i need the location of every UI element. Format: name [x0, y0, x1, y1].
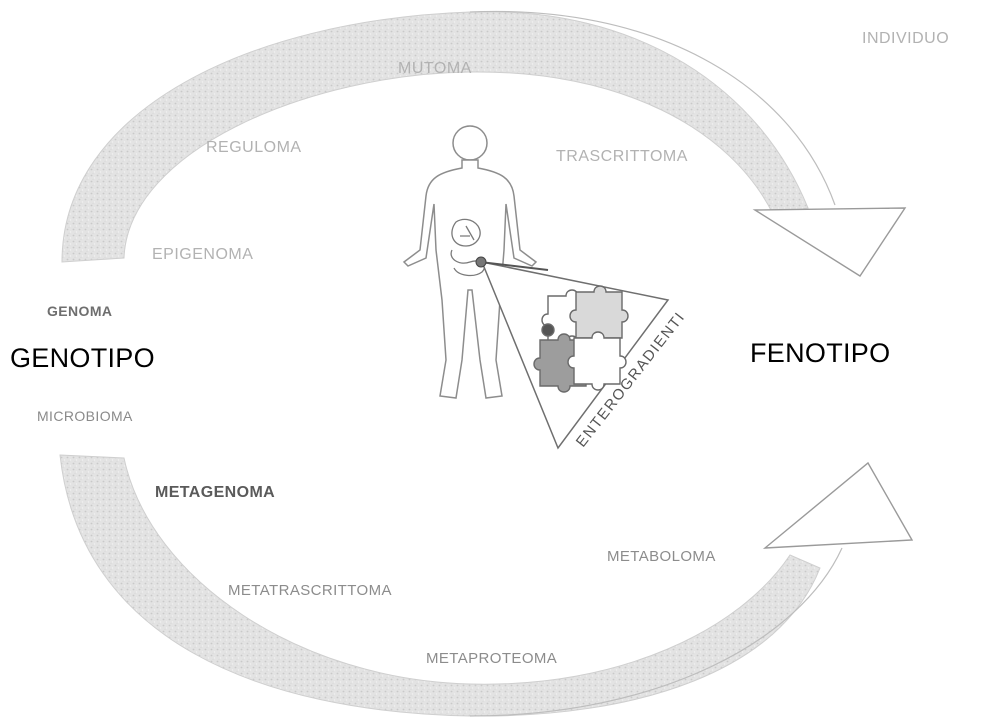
- callout-source-dot: [476, 257, 486, 267]
- label-genoma: GENOMA: [47, 303, 112, 319]
- upper-arrow-head: [755, 208, 905, 276]
- label-individuo: INDIVIDUO: [862, 30, 949, 47]
- label-mutoma: MUTOMA: [398, 60, 472, 77]
- puzzle-pieces-icon: [534, 286, 628, 392]
- label-reguloma: REGULOMA: [206, 139, 302, 156]
- label-metatrascrittoma: METATRASCRITTOMA: [228, 582, 392, 599]
- label-metaboloma: METABOLOMA: [607, 548, 716, 565]
- label-metaproteoma: METAPROTEOMA: [426, 650, 557, 667]
- label-trascrittoma: TRASCRITTOMA: [556, 148, 688, 165]
- label-metagenoma: METAGENOMA: [155, 484, 275, 501]
- figure-head: [453, 126, 487, 160]
- label-genotipo: GENOTIPO: [10, 343, 155, 373]
- label-epigenoma: EPIGENOMA: [152, 246, 253, 263]
- label-microbioma: MICROBIOMA: [37, 408, 133, 424]
- lower-arrow-head: [765, 463, 912, 548]
- label-fenotipo: FENOTIPO: [750, 338, 890, 368]
